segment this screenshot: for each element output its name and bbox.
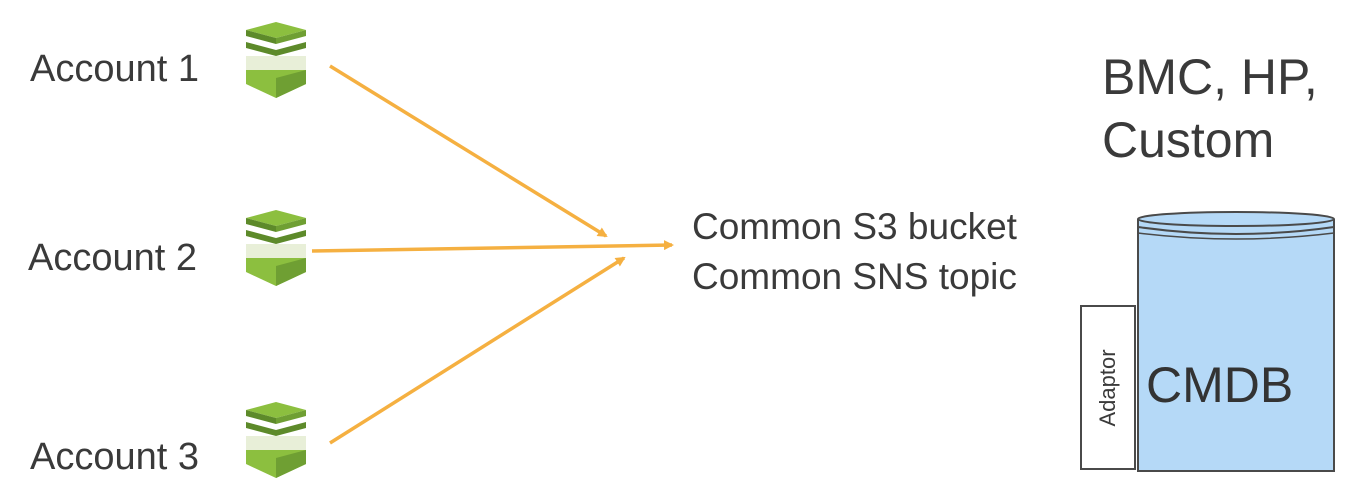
adaptor-box: Adaptor [1080, 305, 1136, 470]
arrow-account-2 [311, 240, 674, 253]
aws-config-icon [246, 22, 306, 98]
arrow-account-3 [329, 256, 626, 445]
cmdb-vendors-title-line1: BMC, HP, [1102, 49, 1318, 105]
cmdb-vendors-title-line2: Custom [1102, 112, 1275, 168]
account-3-label: Account 3 [30, 436, 199, 478]
account-1-label: Account 1 [30, 48, 199, 90]
account-2-label: Account 2 [28, 237, 197, 279]
cmdb-database-icon [1137, 211, 1335, 472]
arrow-account-1 [329, 64, 608, 238]
common-s3-bucket-label: Common S3 bucket [692, 206, 1017, 247]
cmdb-label: CMDB [1146, 357, 1294, 413]
common-sns-topic-label: Common SNS topic [692, 256, 1017, 297]
aws-config-icon [246, 210, 306, 286]
adaptor-label: Adaptor [1095, 348, 1120, 427]
aws-config-icon [246, 402, 306, 478]
